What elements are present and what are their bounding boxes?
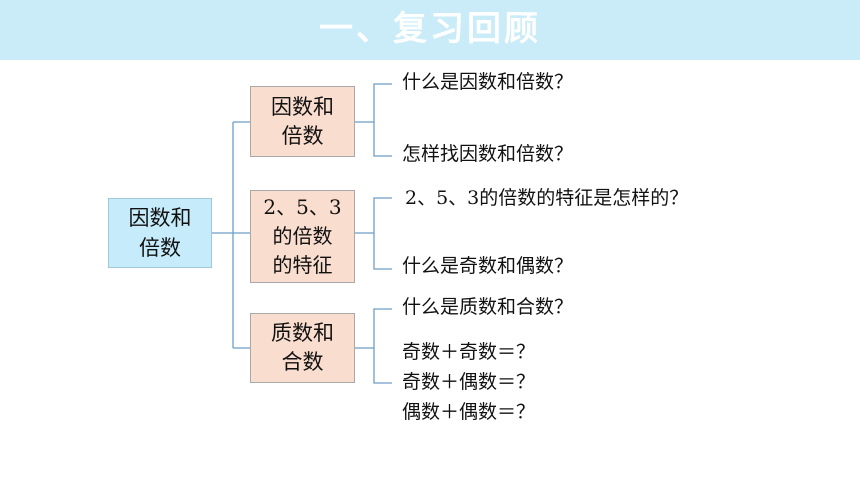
- leaf-text: 什么是质数和合数？: [402, 296, 574, 318]
- leaf-text: 什么是因数和倍数？: [402, 71, 574, 93]
- page-title: 一、复习回顾: [319, 9, 541, 49]
- leaf-text: 偶数＋偶数＝？: [402, 401, 536, 423]
- connector-branch-1-bracket: [373, 197, 392, 270]
- leaf-text: 奇数＋奇数＝？: [402, 341, 536, 363]
- branch-node-factors-multiples: 因数和 倍数: [250, 86, 355, 157]
- root-node: 因数和 倍数: [108, 198, 212, 268]
- connector-branch-0-bracket: [373, 83, 392, 157]
- leaf-text: 奇数＋偶数＝？: [402, 371, 536, 393]
- leaf-text: 什么是奇数和偶数？: [402, 255, 574, 277]
- title-banner: [0, 0, 860, 60]
- connector-branch-2-bracket: [373, 308, 392, 384]
- leaf-text: 2、5、3的倍数的特征是怎样的？: [405, 187, 689, 209]
- branch-node-primes-composites: 质数和 合数: [250, 313, 355, 383]
- leaf-text: 怎样找因数和倍数？: [402, 143, 574, 165]
- branch-node-multiples-of-2-5-3: 2、5、3 的倍数 的特征: [250, 190, 355, 283]
